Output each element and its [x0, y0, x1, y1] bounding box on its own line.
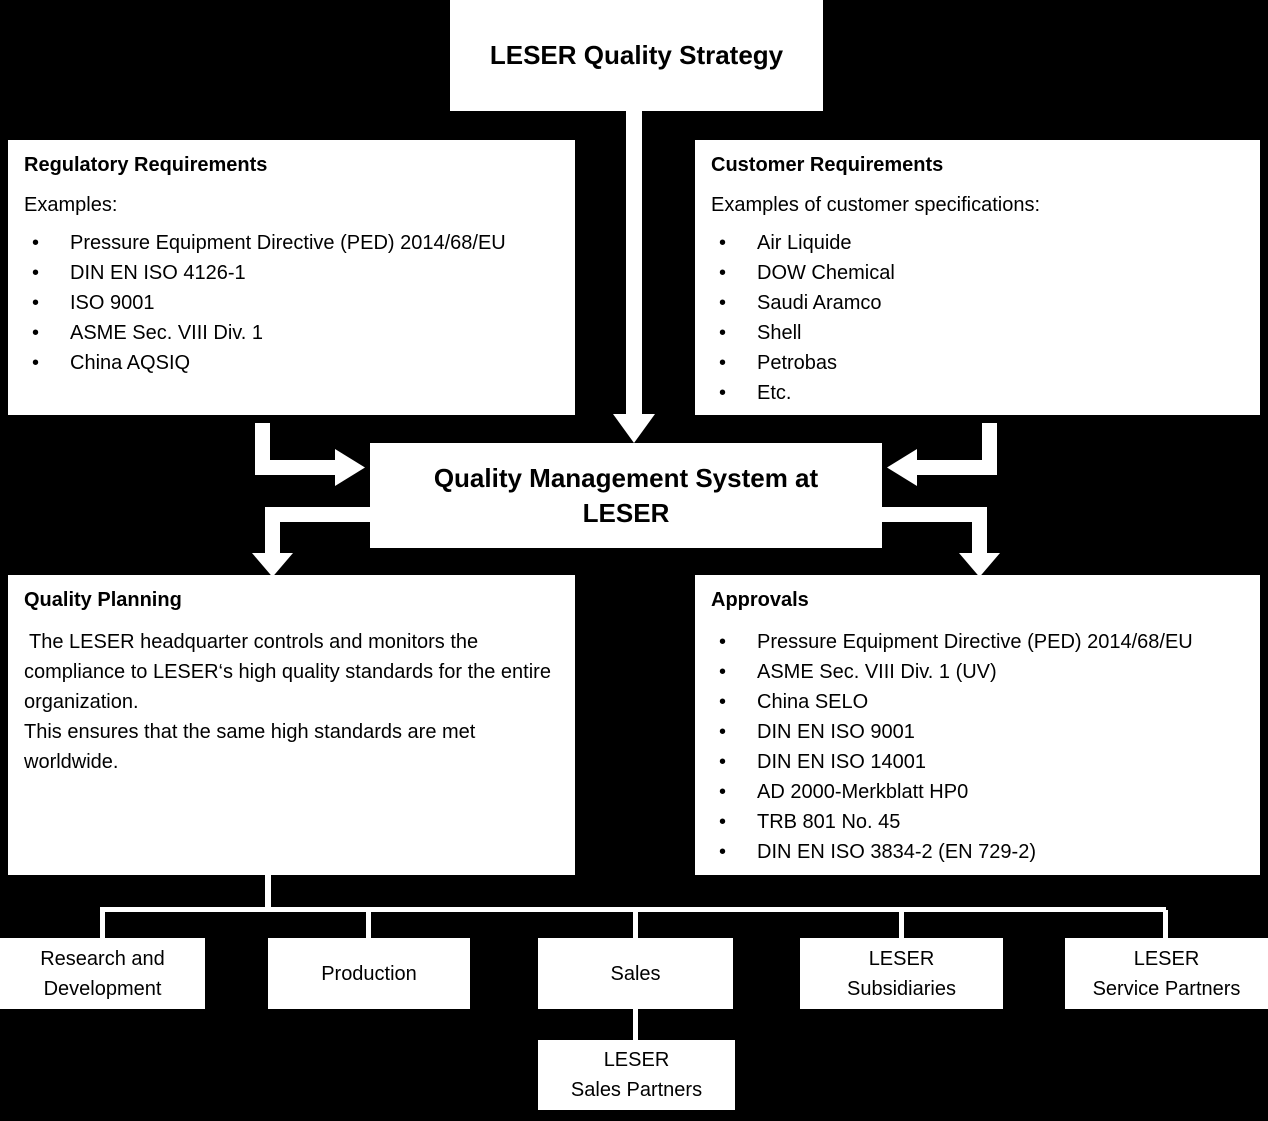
bullet-item: DIN EN ISO 14001: [711, 747, 1244, 777]
qms-title-line2: LESER: [582, 497, 670, 528]
bullet-item: AD 2000-Merkblatt HP0: [711, 777, 1244, 807]
bullet-item: TRB 801 No. 45: [711, 807, 1244, 837]
bullet-item: DIN EN ISO 4126-1: [24, 258, 559, 288]
bullet-item: China AQSIQ: [24, 348, 559, 378]
quality-planning-paragraph-2: This ensures that the same high standard…: [24, 721, 476, 773]
org-box-leser-service-partners: LESER Service Partners: [1065, 938, 1268, 1009]
bullet-item: DIN EN ISO 9001: [711, 717, 1244, 747]
customer-requirements-box: Customer Requirements Examples of custom…: [695, 140, 1260, 415]
arrow-regulatory-to-qms-icon: [255, 423, 365, 486]
qms-title-line1: Quality Management System at: [433, 462, 819, 493]
quality-planning-paragraph-1: The LESER headquarter controls and monit…: [24, 631, 551, 713]
quality-planning-title: Quality Planning: [24, 589, 182, 611]
bullet-item: Pressure Equipment Directive (PED) 2014/…: [24, 228, 559, 258]
bullet-item: ASME Sec. VIII Div. 1: [24, 318, 559, 348]
approvals-title: Approvals: [711, 589, 809, 611]
org-box-leser-subsidiaries: LESER Subsidiaries: [800, 938, 1003, 1009]
regulatory-intro: Examples:: [24, 194, 118, 216]
bullet-item: China SELO: [711, 687, 1244, 717]
bullet-item: Saudi Aramco: [711, 288, 1244, 318]
diagram-title: LESER Quality Strategy: [489, 40, 784, 70]
arrow-qms-to-approvals-icon: [882, 507, 1000, 577]
regulatory-requirements-box: Regulatory Requirements Examples: Pressu…: [8, 140, 575, 415]
bullet-item: Etc.: [711, 378, 1244, 408]
regulatory-list: Pressure Equipment Directive (PED) 2014/…: [24, 228, 559, 378]
qms-box: Quality Management System at LESER: [370, 443, 882, 548]
arrow-qms-to-quality-planning-icon: [252, 507, 370, 577]
title-box: LESER Quality Strategy: [450, 0, 823, 111]
bullet-item: Petrobas: [711, 348, 1244, 378]
customer-list: Air LiquideDOW ChemicalSaudi AramcoShell…: [711, 228, 1244, 408]
org-box-research-development: Research and Development: [0, 938, 205, 1009]
org-box-production: Production: [268, 938, 470, 1009]
customer-title: Customer Requirements: [711, 154, 944, 176]
regulatory-title: Regulatory Requirements: [24, 154, 268, 176]
org-box-sales: Sales: [538, 938, 733, 1009]
bullet-item: Pressure Equipment Directive (PED) 2014/…: [711, 627, 1244, 657]
bullet-item: DIN EN ISO 3834-2 (EN 729-2): [711, 837, 1244, 867]
bullet-item: DOW Chemical: [711, 258, 1244, 288]
arrow-strategy-to-qms-icon: [613, 111, 655, 443]
bullet-item: Air Liquide: [711, 228, 1244, 258]
approvals-box: Approvals Pressure Equipment Directive (…: [695, 575, 1260, 875]
org-box-leser-sales-partners: LESER Sales Partners: [538, 1040, 735, 1110]
bullet-item: ASME Sec. VIII Div. 1 (UV): [711, 657, 1244, 687]
quality-planning-box: Quality Planning The LESER headquarter c…: [8, 575, 575, 875]
customer-intro: Examples of customer specifications:: [711, 194, 1041, 216]
approvals-list: Pressure Equipment Directive (PED) 2014/…: [711, 627, 1244, 867]
arrow-customer-to-qms-icon: [887, 423, 997, 486]
bullet-item: ISO 9001: [24, 288, 559, 318]
bullet-item: Shell: [711, 318, 1244, 348]
